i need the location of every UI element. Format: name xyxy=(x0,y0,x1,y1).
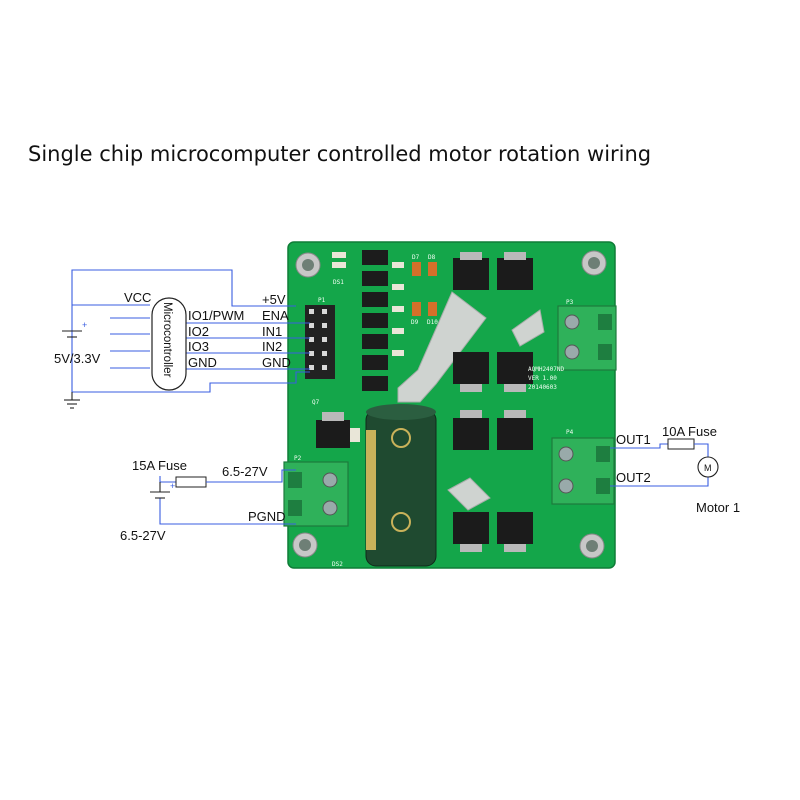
power-positive-label: 6.5-27V xyxy=(222,464,268,479)
mounting-hole xyxy=(295,252,321,278)
silk-version: VER 1.00 xyxy=(528,375,557,382)
silk-p4: P4 xyxy=(566,429,574,436)
silk-date: 20140603 xyxy=(528,384,557,391)
silk-q7: Q7 xyxy=(312,399,320,406)
silk-d8: D8 xyxy=(428,254,436,261)
out2-label: OUT2 xyxy=(616,470,651,485)
silk-d9: D9 xyxy=(411,319,419,326)
mounting-hole xyxy=(579,533,605,559)
motor-icon xyxy=(697,456,719,478)
driver-ic-column xyxy=(362,250,388,391)
out1-label: OUT1 xyxy=(616,432,651,447)
board-pin-in1: IN1 xyxy=(262,324,282,339)
mounting-hole xyxy=(292,532,318,558)
vcc-label: VCC xyxy=(124,290,151,305)
svg-text:+: + xyxy=(82,320,87,330)
board-pin-in2: IN2 xyxy=(262,339,282,354)
silk-ds1: DS1 xyxy=(333,279,344,286)
board-pin-ena: ENA xyxy=(262,308,289,323)
power-gnd-label: PGND xyxy=(248,509,286,524)
terminal-block-p3 xyxy=(557,305,617,371)
svg-text:+: + xyxy=(170,481,175,491)
motor-symbol: M xyxy=(704,463,712,473)
motor-label: Motor 1 xyxy=(696,500,740,515)
mcu-wiring: + xyxy=(62,269,310,409)
board-pin-5v: +5V xyxy=(262,292,286,307)
output-wiring: M xyxy=(610,438,719,487)
power-trace xyxy=(397,291,487,403)
header-p1 xyxy=(305,305,335,379)
silk-board-id: AQMH2407ND xyxy=(528,366,565,373)
pcb-board: AQMH2407ND VER 1.00 20140603 P1 P2 P3 P4… xyxy=(283,241,617,569)
fuse-10a-label: 10A Fuse xyxy=(662,424,717,439)
mcu-pin-gnd: GND xyxy=(188,355,217,370)
supply-label: 5V/3.3V xyxy=(54,351,101,366)
power-trace xyxy=(511,309,545,347)
mcu-pin-io2: IO2 xyxy=(188,324,209,339)
terminal-block-p4 xyxy=(551,437,615,505)
mosfet-array xyxy=(453,252,533,552)
smd-components xyxy=(332,252,437,356)
board-pin-gnd: GND xyxy=(262,355,291,370)
mcu-pin-io3: IO3 xyxy=(188,339,209,354)
power-wiring: + xyxy=(150,469,296,525)
fuse-10a-symbol xyxy=(667,438,695,450)
terminal-block-p2 xyxy=(283,461,349,527)
fuse-15a-label: 15A Fuse xyxy=(132,458,187,473)
diagram-title: Single chip microcomputer controlled mot… xyxy=(28,142,652,166)
silk-ds2: DS2 xyxy=(332,561,343,568)
microcontroller-block: Microcontroller xyxy=(151,297,187,391)
fuse-15a-symbol xyxy=(175,476,207,488)
regulator-q7 xyxy=(316,412,360,448)
power-source-label: 6.5-27V xyxy=(120,528,166,543)
silk-d7: D7 xyxy=(412,254,420,261)
silk-d10: D10 xyxy=(427,319,438,326)
mounting-hole xyxy=(581,250,607,276)
mcu-pin-io1-pwm: IO1/PWM xyxy=(188,308,244,323)
electrolytic-capacitor xyxy=(365,404,437,567)
power-trace xyxy=(447,477,491,511)
microcontroller-label: Microcontroller xyxy=(161,302,173,378)
silk-p1: P1 xyxy=(318,297,326,304)
silk-p2: P2 xyxy=(294,455,302,462)
silk-p3: P3 xyxy=(566,299,574,306)
